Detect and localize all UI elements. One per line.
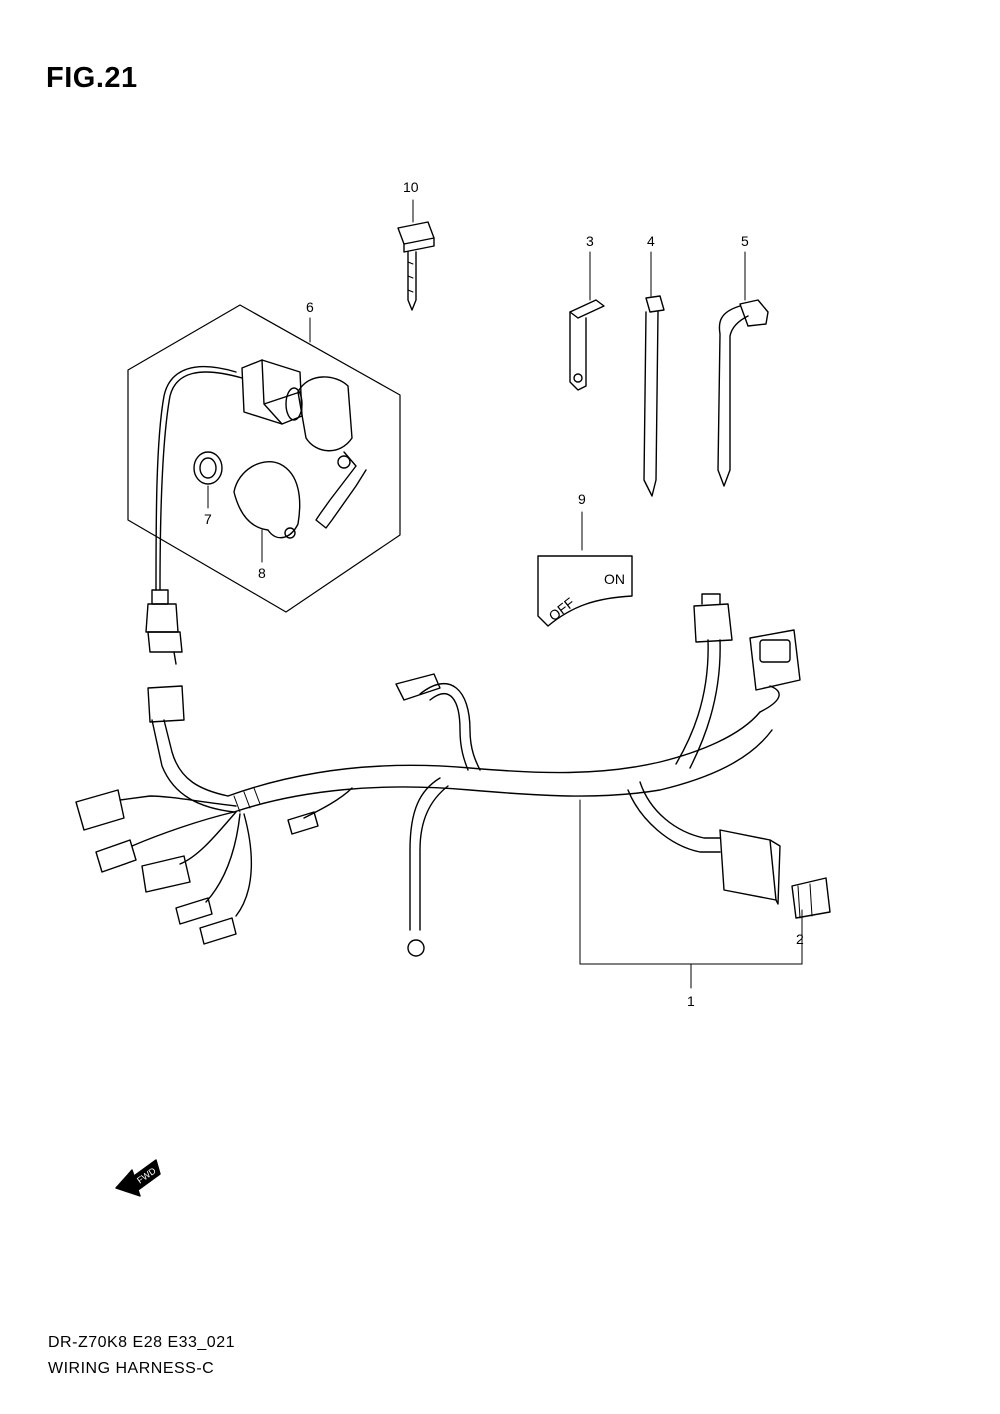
ignition-switch-assembly [127,304,401,665]
callout-8: 8 [258,565,266,581]
callout-2: 2 [796,931,804,947]
callout-5: 5 [741,233,749,249]
cable-tie-clip-part [717,251,769,487]
wiring-harness-part [75,593,831,989]
label-plate-on-text: ON [604,571,625,587]
callout-6: 6 [306,299,314,315]
footer-model-code: DR-Z70K8 E28 E33_021 [48,1334,235,1351]
key-part [397,199,435,311]
callout-10: 10 [403,179,419,195]
callout-9: 9 [578,491,586,507]
callout-4: 4 [647,233,655,249]
callout-1: 1 [687,993,695,1009]
label-plate-part [537,511,633,627]
callout-3: 3 [586,233,594,249]
cable-tie-part [643,251,665,497]
footer-section-name: WIRING HARNESS-C [48,1360,215,1377]
clamp-part [569,251,605,391]
forward-direction-icon [115,1159,161,1197]
label-plate-off-text: OFF [546,594,578,624]
figure-title: FIG.21 [46,62,138,94]
callout-7: 7 [204,511,212,527]
